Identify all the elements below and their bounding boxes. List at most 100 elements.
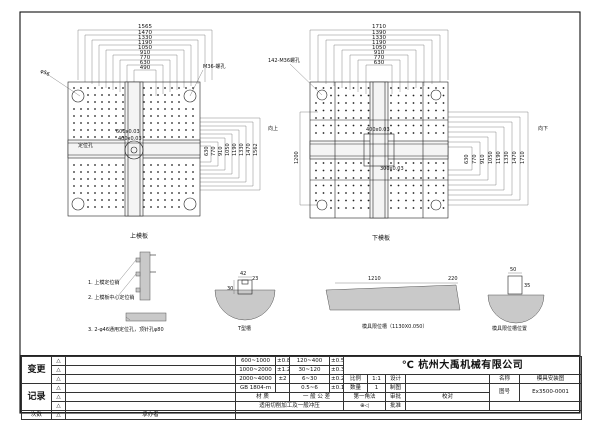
dim-label: 630 xyxy=(374,60,385,66)
bolt-hole xyxy=(315,199,317,202)
projection-label: 第一角法 xyxy=(343,392,386,402)
bolt-hole xyxy=(397,124,400,127)
dim-label: 1710 xyxy=(520,151,526,164)
bolt-hole xyxy=(427,162,430,164)
bolt-hole xyxy=(397,192,400,194)
bolt-hole xyxy=(427,109,430,112)
bolt-hole xyxy=(80,178,82,180)
revision-marker: △ xyxy=(51,392,66,402)
bolt-hole xyxy=(427,124,430,127)
bolt-hole xyxy=(143,87,145,89)
draw-label: 制图 xyxy=(385,383,406,393)
bolt-hole xyxy=(442,192,445,194)
dim-label: 30 xyxy=(227,286,233,292)
change-label: 变更 xyxy=(21,356,52,384)
bolt-hole xyxy=(420,162,422,164)
bolt-hole xyxy=(143,122,145,124)
bolt-hole xyxy=(178,108,180,110)
upper-platen-title: 上模板 xyxy=(130,232,148,240)
bolt-hole xyxy=(435,132,437,134)
bolt-hole xyxy=(192,136,194,138)
lower-platen-drawing: 1710 1390 1330 1190 1050 910 770 630 630… xyxy=(268,24,548,242)
bolt-hole xyxy=(360,184,362,187)
bolt-hole xyxy=(442,109,445,112)
bolt-hole xyxy=(360,102,362,104)
bolt-hole xyxy=(143,171,145,173)
bolt-hole xyxy=(397,207,400,209)
bolt-hole xyxy=(94,115,96,117)
side-label: 向下 xyxy=(538,125,548,132)
process-note: 适用切削加工及一般冲压 xyxy=(235,401,344,411)
bolt-hole xyxy=(178,171,180,173)
bolt-hole xyxy=(101,192,103,194)
bolt-hole xyxy=(185,178,187,180)
bolt-hole xyxy=(157,164,159,166)
bolt-hole xyxy=(345,192,347,194)
bolt-hole xyxy=(108,171,110,173)
bolt-hole xyxy=(143,185,145,187)
bolt-hole xyxy=(315,117,317,119)
bolt-hole xyxy=(178,115,180,117)
bolt-hole xyxy=(390,87,392,89)
bolt-hole xyxy=(94,164,96,166)
bolt-hole xyxy=(94,94,96,96)
bolt-hole xyxy=(337,207,340,209)
bolt-hole xyxy=(150,185,152,187)
bolt-hole xyxy=(412,207,415,209)
bolt-hole xyxy=(157,115,159,117)
hole-note: M36-螺孔 xyxy=(203,63,225,70)
bolt-hole xyxy=(171,192,173,194)
bolt-hole xyxy=(330,192,332,194)
bolt-hole xyxy=(108,108,110,110)
bolt-hole xyxy=(80,171,82,173)
tolerance-range: 600~1000 xyxy=(235,356,276,366)
bolt-hole xyxy=(397,132,400,134)
bolt-hole xyxy=(108,164,110,166)
bolt-hole xyxy=(337,199,340,202)
lower-platen-right-dims xyxy=(448,111,529,206)
bolt-hole xyxy=(352,117,355,119)
rev-col-label: 次数 xyxy=(21,410,52,420)
bolt-hole xyxy=(157,171,159,173)
bolt-hole xyxy=(412,132,415,134)
bolt-hole xyxy=(115,115,117,117)
material-label: 材 质 xyxy=(235,392,290,402)
lower-platen-right-dim-labels: 630 770 910 1050 1190 1330 1470 1710 xyxy=(464,151,526,164)
dim-label: 490 xyxy=(140,65,151,71)
bolt-hole xyxy=(164,206,166,208)
bolt-hole xyxy=(442,102,445,104)
bolt-hole xyxy=(337,132,340,134)
scale-label: 比例 xyxy=(343,374,368,384)
bolt-hole xyxy=(367,207,370,209)
bolt-hole xyxy=(115,94,117,96)
bolt-hole xyxy=(360,207,362,209)
bolt-hole xyxy=(397,184,400,187)
bolt-hole xyxy=(412,109,415,112)
dim-label: 770 xyxy=(374,55,385,61)
bolt-hole xyxy=(352,184,355,187)
bolt-hole xyxy=(360,177,362,179)
bolt-hole xyxy=(115,185,117,187)
bolt-hole xyxy=(73,136,75,138)
bolt-hole xyxy=(150,87,152,89)
left-note: φ56 xyxy=(39,68,50,78)
bolt-hole xyxy=(178,101,180,103)
bolt-hole xyxy=(185,129,187,131)
upper-platen-bolt-holes xyxy=(73,87,194,208)
bolt-hole xyxy=(442,207,445,209)
bolt-hole xyxy=(87,206,89,208)
upper-platen-corner-hole xyxy=(183,197,197,211)
design-value xyxy=(405,374,490,384)
bolt-hole xyxy=(352,132,355,134)
bolt-hole xyxy=(185,108,187,110)
bolt-hole xyxy=(87,87,89,89)
lower-platen-corner-hole xyxy=(430,89,442,101)
drawing-no-value: Ex3500-0001 xyxy=(519,383,582,402)
bolt-hole xyxy=(171,115,173,117)
bolt-hole xyxy=(80,129,82,131)
bolt-hole xyxy=(405,124,407,127)
bolt-hole xyxy=(150,171,152,173)
bolt-hole xyxy=(330,124,332,127)
title-block-table: 变更 △ 600~1000 ±0.8 120~400 ±0.5 ℃ 杭州大禹机械… xyxy=(21,356,582,420)
bolt-hole xyxy=(337,169,340,172)
